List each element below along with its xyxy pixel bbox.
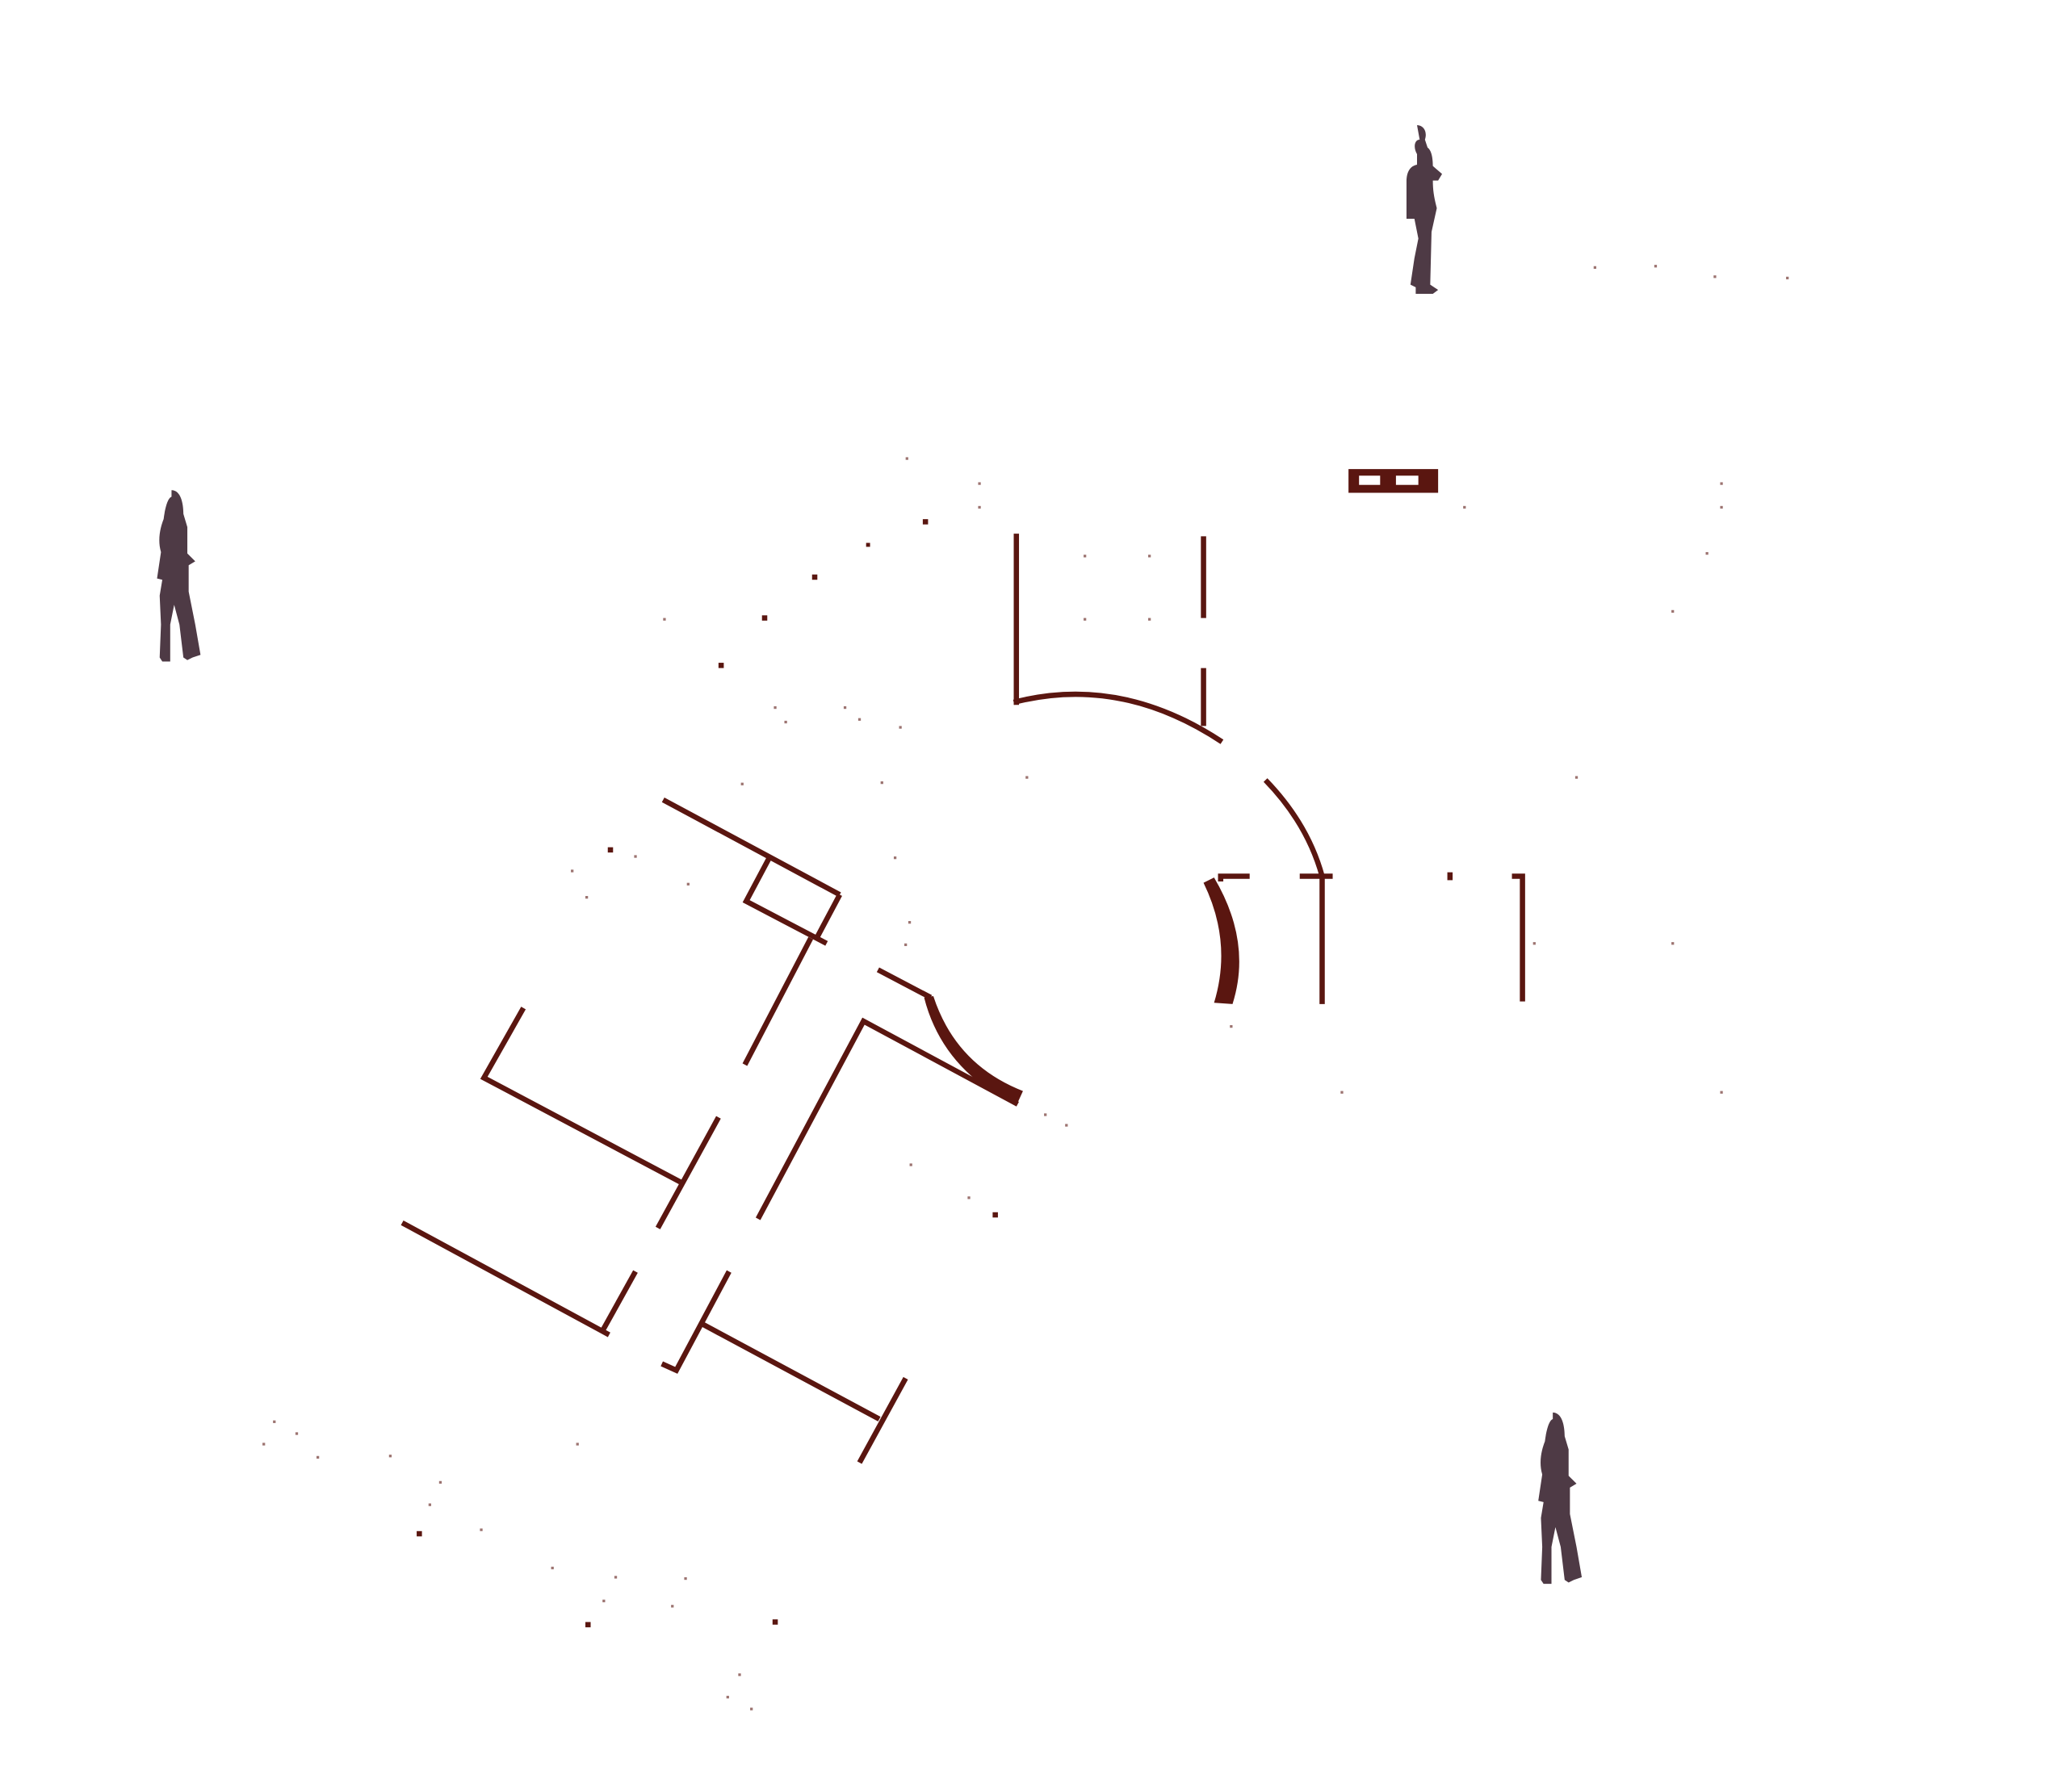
plan-dot [1340,1091,1344,1094]
wall [655,1116,721,1229]
plan-dot [1084,618,1087,621]
plan-dot [1084,555,1087,558]
curved-wall [1013,691,1224,744]
plan-dot [585,1622,591,1627]
wall [1511,873,1525,1002]
plan-dot [899,726,902,729]
plan-dot [663,618,666,621]
thick-curved-wall [1203,877,1239,1004]
plan-dot [295,1432,299,1435]
plan-dot [1671,942,1675,945]
plan-dot [922,519,929,525]
plan-dot [1705,551,1709,555]
plan-dot [1044,1113,1047,1116]
plan-dot [740,782,744,785]
plan-dot [718,663,724,668]
plan-dot [893,856,897,860]
person-silhouette-woman-left [157,490,201,662]
plan-dot [1654,265,1658,268]
wall [742,936,814,1066]
plan-dot [772,1619,778,1625]
plan-dot [774,705,777,710]
plan-dot [967,1196,971,1200]
plan-dot [317,1455,320,1459]
plan-dot [607,847,614,853]
wall-segments [400,469,1525,1464]
plan-dot [1148,618,1151,621]
plan-dot [686,882,690,886]
plan-dot [1065,1124,1068,1127]
plan-dot [1720,1091,1723,1094]
scattered-dots [262,265,1789,1710]
plan-dot [684,1576,687,1581]
plan-dot [602,1599,606,1602]
plan-dot [1671,609,1675,613]
plan-dot [761,615,768,621]
wall [742,857,828,946]
plan-dot [880,781,883,785]
curved-wall [1263,778,1325,877]
plan-dot [585,896,589,899]
plan-dot [978,505,981,509]
wall [755,1017,1019,1220]
plan-dot [784,720,787,724]
plan-dot [811,574,818,580]
wall [480,1007,682,1185]
plan-dot [551,1566,554,1570]
plan-dot [905,457,908,460]
plan-dot [614,1576,618,1579]
plan-dot [908,921,912,924]
plan-dot [1786,276,1789,280]
wall [701,1321,881,1421]
plan-dot [738,1673,741,1677]
plan-dot [1720,482,1723,485]
plan-dot [904,943,908,947]
wall [660,1270,732,1374]
plan-dot [1025,776,1029,779]
wall [400,1220,610,1338]
plan-dot [909,1163,912,1166]
plan-dot [1593,266,1597,269]
plan-dot [671,1605,674,1608]
plan-dot [1720,505,1723,509]
plan-dot [428,1503,432,1506]
wall [1218,873,1250,882]
bench-block [1348,469,1439,493]
thick-curved-wall [924,996,1023,1106]
plan-dot [417,1530,422,1537]
wall [876,967,933,1000]
person-silhouette-standing-man [1406,125,1443,295]
plan-dot [857,718,862,721]
plan-dot [726,1695,729,1699]
plan-dot [992,1212,998,1218]
plan-dot [750,1707,753,1710]
plan-dot [1532,942,1536,945]
plan-dot [273,1420,276,1423]
wall [857,1376,908,1464]
plan-dot [388,1455,392,1458]
plan-dot [634,855,637,858]
plan-dot [438,1480,442,1484]
wall [661,797,841,898]
plan-dot [978,482,981,485]
person-silhouette-woman-bottom [1538,1412,1583,1585]
plan-dot [866,542,870,547]
wall [815,893,842,939]
plan-dot [571,869,574,873]
wall [600,1270,638,1333]
plan-dot [1463,505,1466,509]
plan-dot [576,1442,579,1446]
plan-dot [262,1442,266,1446]
plan-dot [1713,275,1717,278]
plan-dot [480,1528,483,1531]
plan-dot [843,705,847,710]
plan-dot [1574,776,1579,779]
plan-dot [1230,1024,1233,1028]
plan-dot [1148,555,1151,558]
